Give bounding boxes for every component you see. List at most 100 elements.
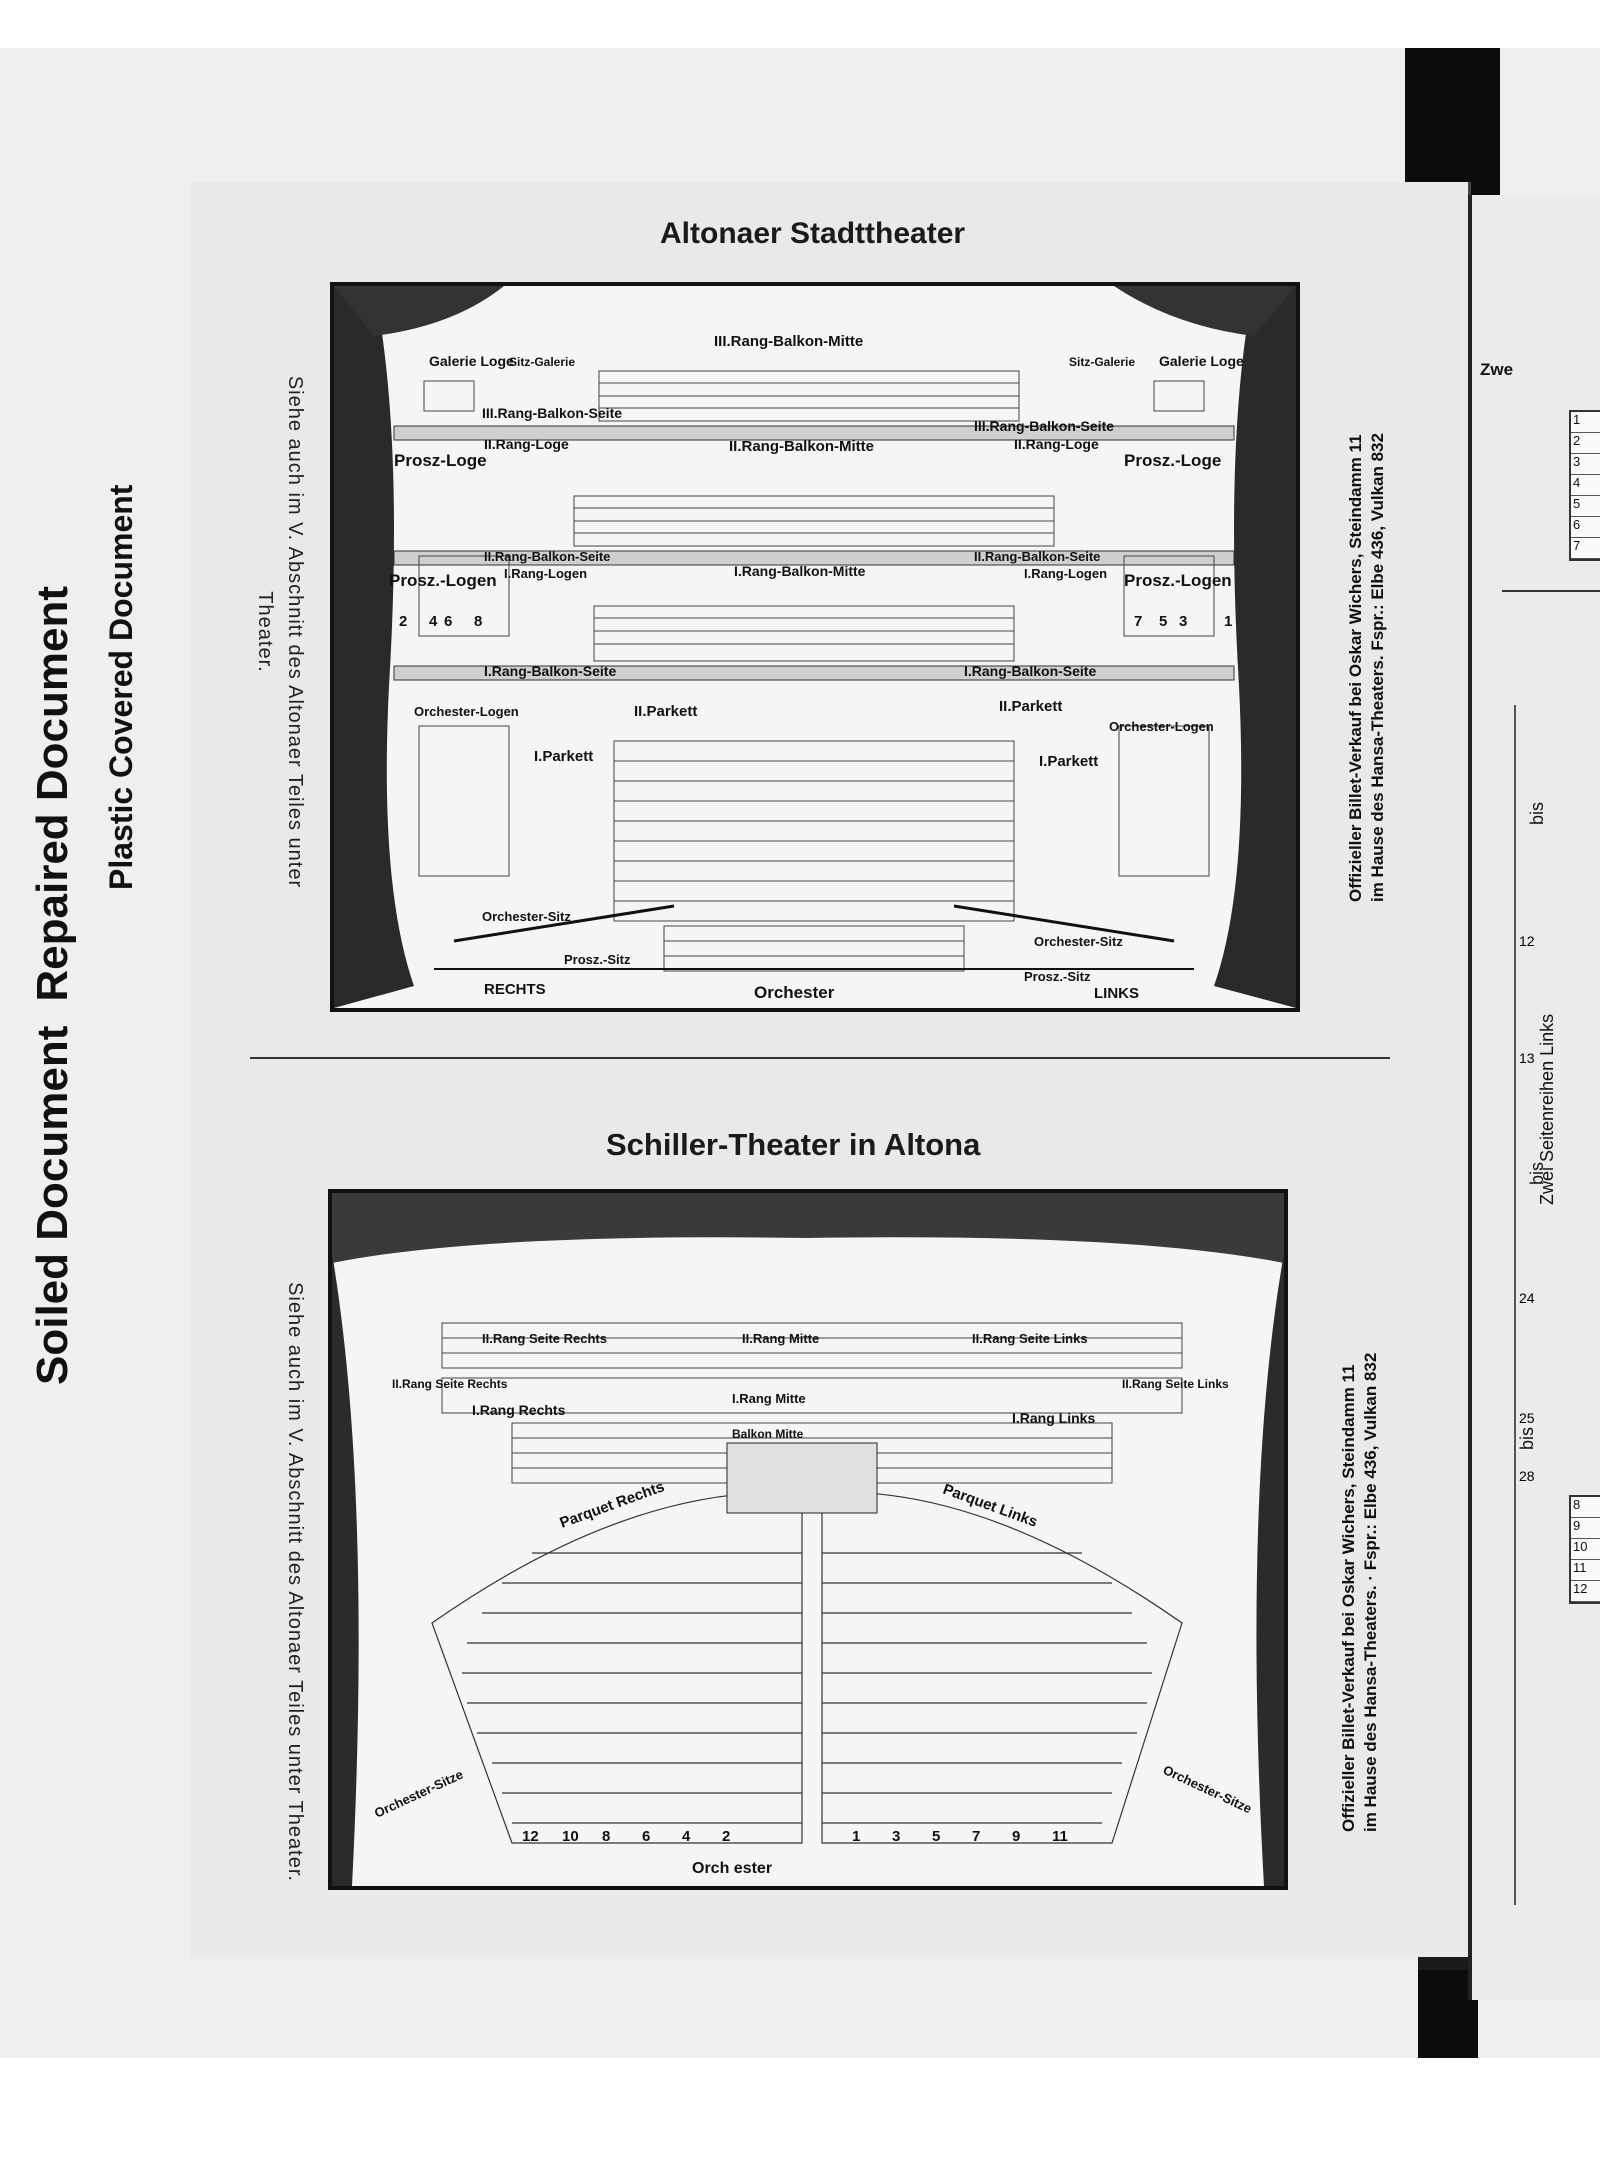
box-number: 3 [1179,613,1187,630]
next-page-header: Zwe [1480,360,1514,379]
row-number: 11 [1571,1560,1600,1581]
box-number: 5 [1159,613,1167,630]
parkett1-right-label: I.Parkett [1039,753,1098,770]
orchester-label: Orch ester [692,1860,772,1877]
rang2-seite-rechts-label: II.Rang Seite Rechts [482,1331,607,1346]
box-number: 4 [429,613,438,630]
box-number: 8 [474,613,482,630]
row-number: 8 [1571,1497,1600,1518]
prosz-loge-left-label: Prosz-Loge [394,451,487,470]
orchester-logen-left-label: Orchester-Logen [414,704,519,719]
notice-soiled: Soiled Document [28,1025,77,1385]
schiller-vendor-line1: Offizieller Billet-Verkauf bei Oskar Wic… [1339,1364,1358,1832]
curtain-top [332,1193,1284,1263]
seat-number: 11 [1052,1828,1068,1845]
row-number: 3 [1571,454,1600,475]
notice-plastic: Plastic Covered Document [103,484,139,890]
schiller-plan-svg: II.Rang Seite Rechts II.Rang Mitte II.Ra… [332,1193,1284,1886]
rang1-rechts-label: I.Rang Rechts [472,1402,566,1418]
zwei-seitenreihen-links: Zwei Seitenreihen Links [1537,1013,1557,1205]
schiller-vendor: Offizieller Billet-Verkauf bei Oskar Wic… [1338,1353,1382,1832]
row-number: 5 [1571,496,1600,517]
seat-number: 9 [1012,1828,1020,1845]
rang2-mitte-label: II.Rang-Balkon-Mitte [729,438,874,455]
parkett2-right-label: II.Parkett [999,698,1062,715]
tier-band-1 [393,665,1235,681]
bis-1: bis [1527,801,1547,825]
rang2-loge-right-label: II.Rang-Loge [1014,436,1099,452]
rang1-mitte-label: I.Rang-Balkon-Mitte [734,563,866,579]
bis-3: bis [1517,1426,1537,1450]
row-number: 6 [1571,517,1600,538]
parkett1-left-label: I.Parkett [534,748,593,765]
altonaer-side-note: Siehe auch im V. Abschnitt des Altonaer … [254,375,306,889]
galerie-loge-left-label: Galerie Loge [429,353,514,369]
section-divider [250,1057,1390,1059]
rang3-mitte-label: III.Rang-Balkon-Mitte [714,333,863,350]
prosz-logen-right-label: Prosz.-Logen [1124,571,1232,590]
curtain-left [334,286,414,1008]
altonaer-vendor-line1: Offizieller Billet-Verkauf bei Oskar Wic… [1346,434,1365,902]
row-number: 9 [1571,1518,1600,1539]
curtain-right [1214,286,1296,1008]
label-12: 12 [1519,933,1535,949]
row-number: 1 [1571,412,1600,433]
balcony-grids [441,1322,1183,1484]
balkon-mitte-label: Balkon Mitte [732,1427,804,1441]
curtain-drape-right [1114,286,1296,336]
sitz-galerie-left-label: Sitz-Galerie [509,355,575,369]
parkett2-left-label: II.Parkett [634,703,697,720]
orchester-sitz-lines [453,904,1175,943]
altonaer-vendor-line2: im Hause des Hansa-Theaters. Fspr.: Elbe… [1368,433,1387,902]
label-25: 25 [1519,1410,1535,1426]
rang1-seite-right-label: I.Rang-Balkon-Seite [964,663,1096,679]
rang2-loge-left-label: II.Rang-Loge [484,436,569,452]
galerie-loge-right-label: Galerie Loge [1159,353,1244,369]
seat-number: 8 [602,1828,610,1845]
rang3-seite-right-label: III.Rang-Balkon-Seite [974,418,1114,434]
row-number: 4 [1571,475,1600,496]
tier-band-3 [393,425,1235,441]
label-28: 28 [1519,1468,1535,1484]
prosz-sitz-right-label: Prosz.-Sitz [1024,969,1091,984]
tier-band-2 [393,550,1235,566]
seat-number: 12 [522,1828,539,1845]
box-number: 1 [1224,613,1232,630]
sitz-galerie-right-label: Sitz-Galerie [1069,355,1135,369]
seat-number: 5 [932,1828,940,1845]
rang1-seite-left-label: I.Rang-Balkon-Seite [484,663,616,679]
seat-number: 1 [852,1828,860,1845]
notice-soiled-repaired: Soiled DocumentRepaired Document [28,562,78,1385]
label-13: 13 [1519,1050,1535,1066]
altonaer-title: Altonaer Stadttheater [660,217,966,250]
rang1-loge-left-label: I.Rang-Logen [504,566,587,581]
seat-number: 10 [562,1828,579,1845]
row-number: 12 [1571,1581,1600,1602]
rang2-mitte-label: II.Rang Mitte [742,1331,819,1346]
curtain-right [1256,1253,1284,1886]
schiller-vendor-line2: im Hause des Hansa-Theaters. · Fspr.: El… [1361,1352,1380,1832]
seat-number: 4 [682,1828,691,1845]
parquet-grids [431,1491,1183,1844]
schiller-side-note: Siehe auch im V. Abschnitt des Altonaer … [284,1282,306,1882]
label-24: 24 [1519,1290,1535,1306]
links-label: LINKS [1094,985,1139,1002]
rechts-label: RECHTS [484,981,546,998]
seat-number: 3 [892,1828,900,1845]
rang2-seite-right-label: II.Rang-Balkon-Seite [974,549,1100,564]
seat-grids [418,370,1215,972]
curtain-left [332,1253,359,1886]
parquet-links-label: Parquet Links [941,1481,1040,1531]
prosz-loge-right-label: Prosz.-Loge [1124,451,1221,470]
prosz-logen-left-label: Prosz.-Logen [389,571,497,590]
row-number: 7 [1571,538,1600,559]
document-page: Altonaer Stadttheater Siehe auch im V. A… [190,182,1471,1957]
box-number: 7 [1134,613,1142,630]
next-page-edge: Zwe 1 2 3 4 5 6 7 12 13 24 25 28 bis bis… [1468,195,1600,2000]
rang1-mitte-label: I.Rang Mitte [732,1391,806,1406]
schiller-seating-plan: II.Rang Seite Rechts II.Rang Mitte II.Ra… [328,1189,1288,1890]
rang2-seite-left-label: II.Rang-Balkon-Seite [484,549,610,564]
orchester-logen-right-label: Orchester-Logen [1109,719,1214,734]
rang1-links-label: I.Rang Links [1012,1410,1095,1426]
box-number: 6 [444,613,452,630]
